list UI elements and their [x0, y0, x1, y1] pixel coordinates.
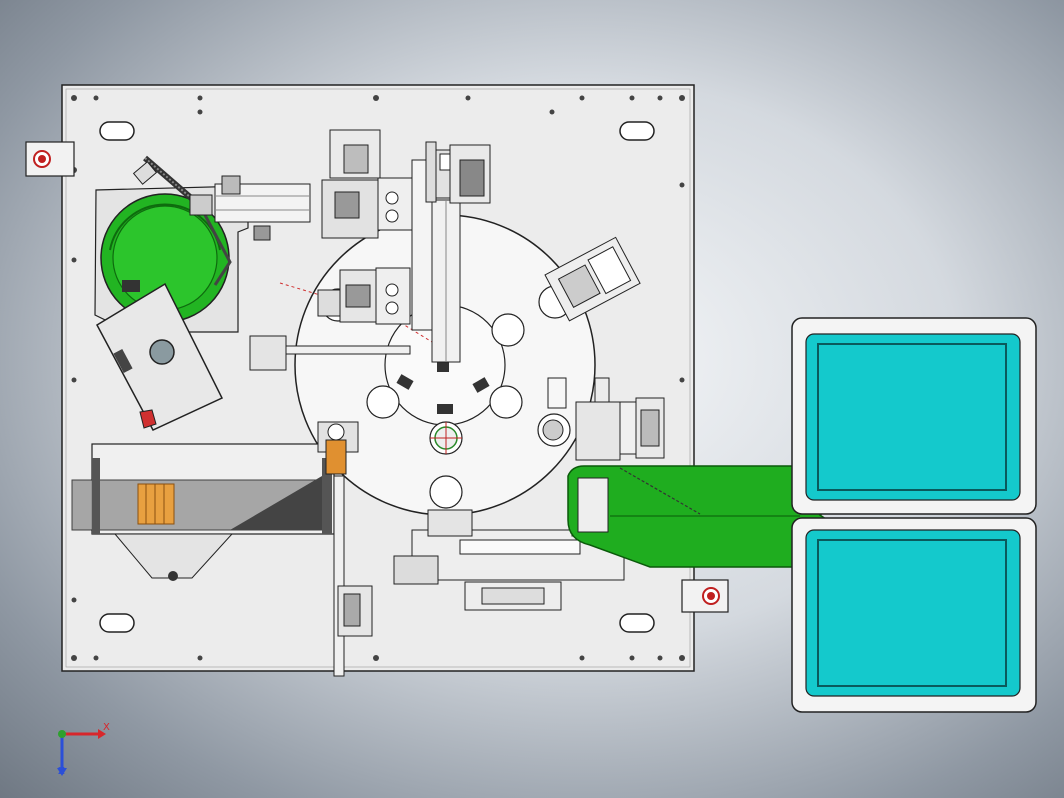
lifting-lug-right — [681, 579, 729, 613]
lower-vertical-rail — [333, 475, 373, 677]
parts-tray-magazine — [71, 443, 335, 581]
collection-bin-upper — [791, 317, 1037, 515]
plate-slot — [99, 613, 135, 633]
vertical-linear-module — [411, 141, 491, 363]
z-axis-label: Z — [58, 766, 65, 777]
vibratory-feed-bowl — [94, 185, 249, 333]
plate-slot — [99, 121, 135, 141]
screw-feeder-arm — [132, 155, 311, 241]
lifting-lug-left — [25, 141, 75, 177]
transfer-rail — [249, 335, 411, 371]
right-lower-station — [542, 377, 665, 461]
dispense-nozzle — [317, 421, 359, 475]
plate-slot — [619, 613, 655, 633]
x-axis-label: X — [103, 722, 110, 733]
second-pick-station — [317, 267, 411, 325]
right-angled-station — [544, 236, 641, 322]
controller-box — [96, 282, 224, 431]
upper-pick-station — [321, 129, 413, 239]
collection-bin-lower — [791, 517, 1037, 713]
plate-slot — [619, 121, 655, 141]
axis-triad-icon — [57, 729, 106, 776]
